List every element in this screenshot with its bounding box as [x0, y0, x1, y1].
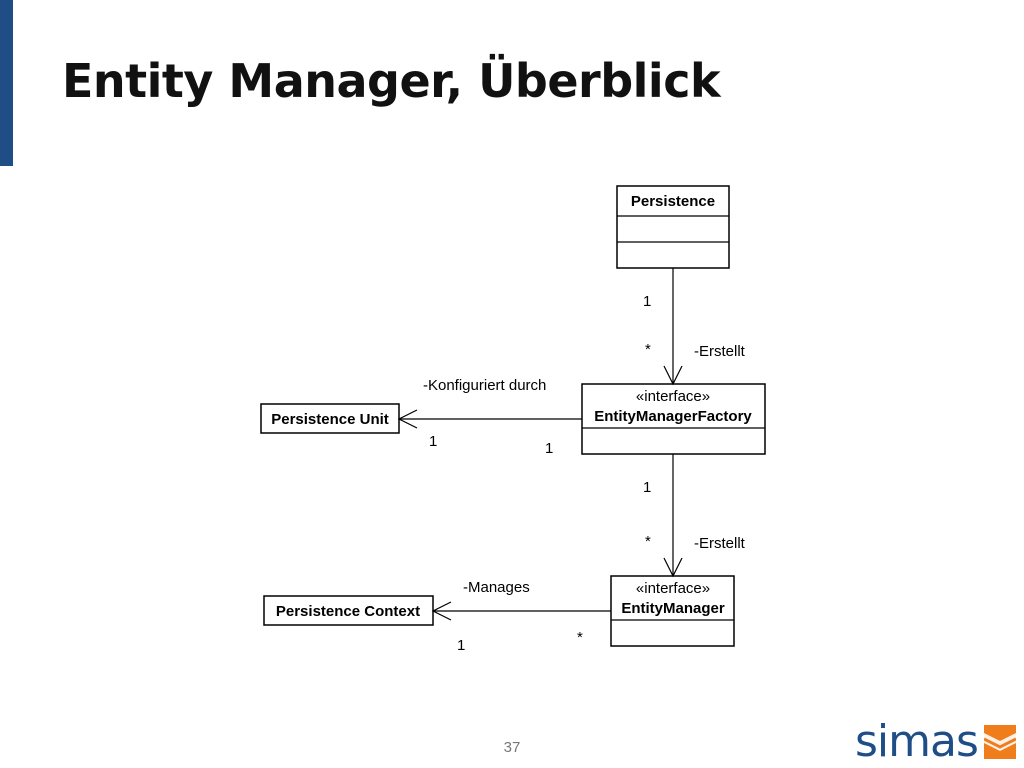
- logo-text: simas: [855, 716, 979, 767]
- class-name-persistence-context: Persistence Context: [276, 603, 420, 620]
- multiplicity-source: 1: [643, 479, 651, 496]
- class-name-em: EntityManager: [621, 600, 725, 617]
- association-label: -Erstellt: [694, 535, 746, 552]
- association-label: -Manages: [463, 579, 530, 596]
- page-number: 37: [503, 739, 521, 756]
- arrowhead: [663, 365, 683, 386]
- class-name-emf: EntityManagerFactory: [594, 408, 752, 425]
- association-persistence-emf: 1 * -Erstellt: [643, 268, 746, 386]
- class-entity-manager-factory: «interface» EntityManagerFactory: [581, 383, 766, 455]
- simas-logo: simas: [855, 718, 1016, 766]
- class-entity-manager: «interface» EntityManager: [610, 575, 735, 647]
- multiplicity-target: 1: [429, 433, 437, 450]
- class-persistence-context: Persistence Context: [263, 595, 434, 626]
- arrowhead: [431, 601, 452, 621]
- class-persistence: Persistence: [616, 185, 730, 269]
- accent-bar: [0, 0, 13, 166]
- multiplicity-source: 1: [643, 293, 651, 310]
- class-name-persistence-unit: Persistence Unit: [271, 411, 389, 428]
- slide-title: Entity Manager, Überblick: [62, 54, 721, 108]
- class-name-persistence: Persistence: [631, 193, 715, 210]
- simas-logo-mark-icon: [983, 725, 1016, 759]
- multiplicity-source: 1: [545, 440, 553, 457]
- multiplicity-target: *: [645, 533, 651, 550]
- stereotype-emf: «interface»: [636, 388, 710, 405]
- association-label: -Konfiguriert durch: [423, 377, 546, 394]
- multiplicity-target: *: [645, 341, 651, 358]
- multiplicity-target: 1: [457, 637, 465, 654]
- multiplicity-source: *: [577, 629, 583, 646]
- class-persistence-unit: Persistence Unit: [260, 403, 400, 434]
- arrowhead: [397, 409, 418, 429]
- arrowhead: [663, 557, 683, 578]
- association-label: -Erstellt: [694, 343, 746, 360]
- association-emf-em: 1 * -Erstellt: [643, 454, 746, 578]
- association-em-context: -Manages * 1: [431, 579, 611, 654]
- association-emf-unit: -Konfiguriert durch 1 1: [397, 377, 582, 457]
- stereotype-em: «interface»: [636, 580, 710, 597]
